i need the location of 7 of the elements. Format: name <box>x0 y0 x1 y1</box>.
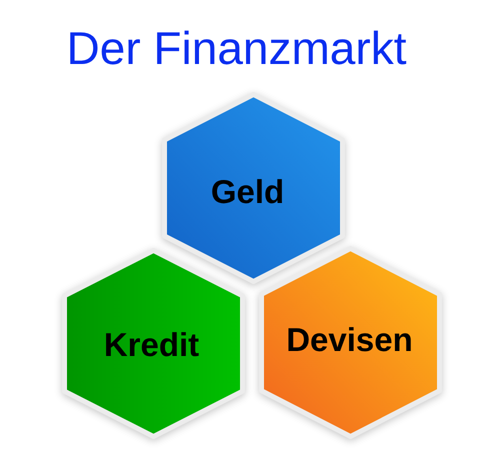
hexagon-label: Devisen <box>286 322 413 359</box>
hexagon-label: Geld <box>210 174 284 210</box>
hexagon-label: Kredit <box>104 327 200 364</box>
hexagon-node <box>259 246 442 439</box>
hexagon-node <box>62 248 245 439</box>
diagram-title: Der Finanzmarkt <box>66 22 406 75</box>
hexagon-node <box>162 92 345 284</box>
